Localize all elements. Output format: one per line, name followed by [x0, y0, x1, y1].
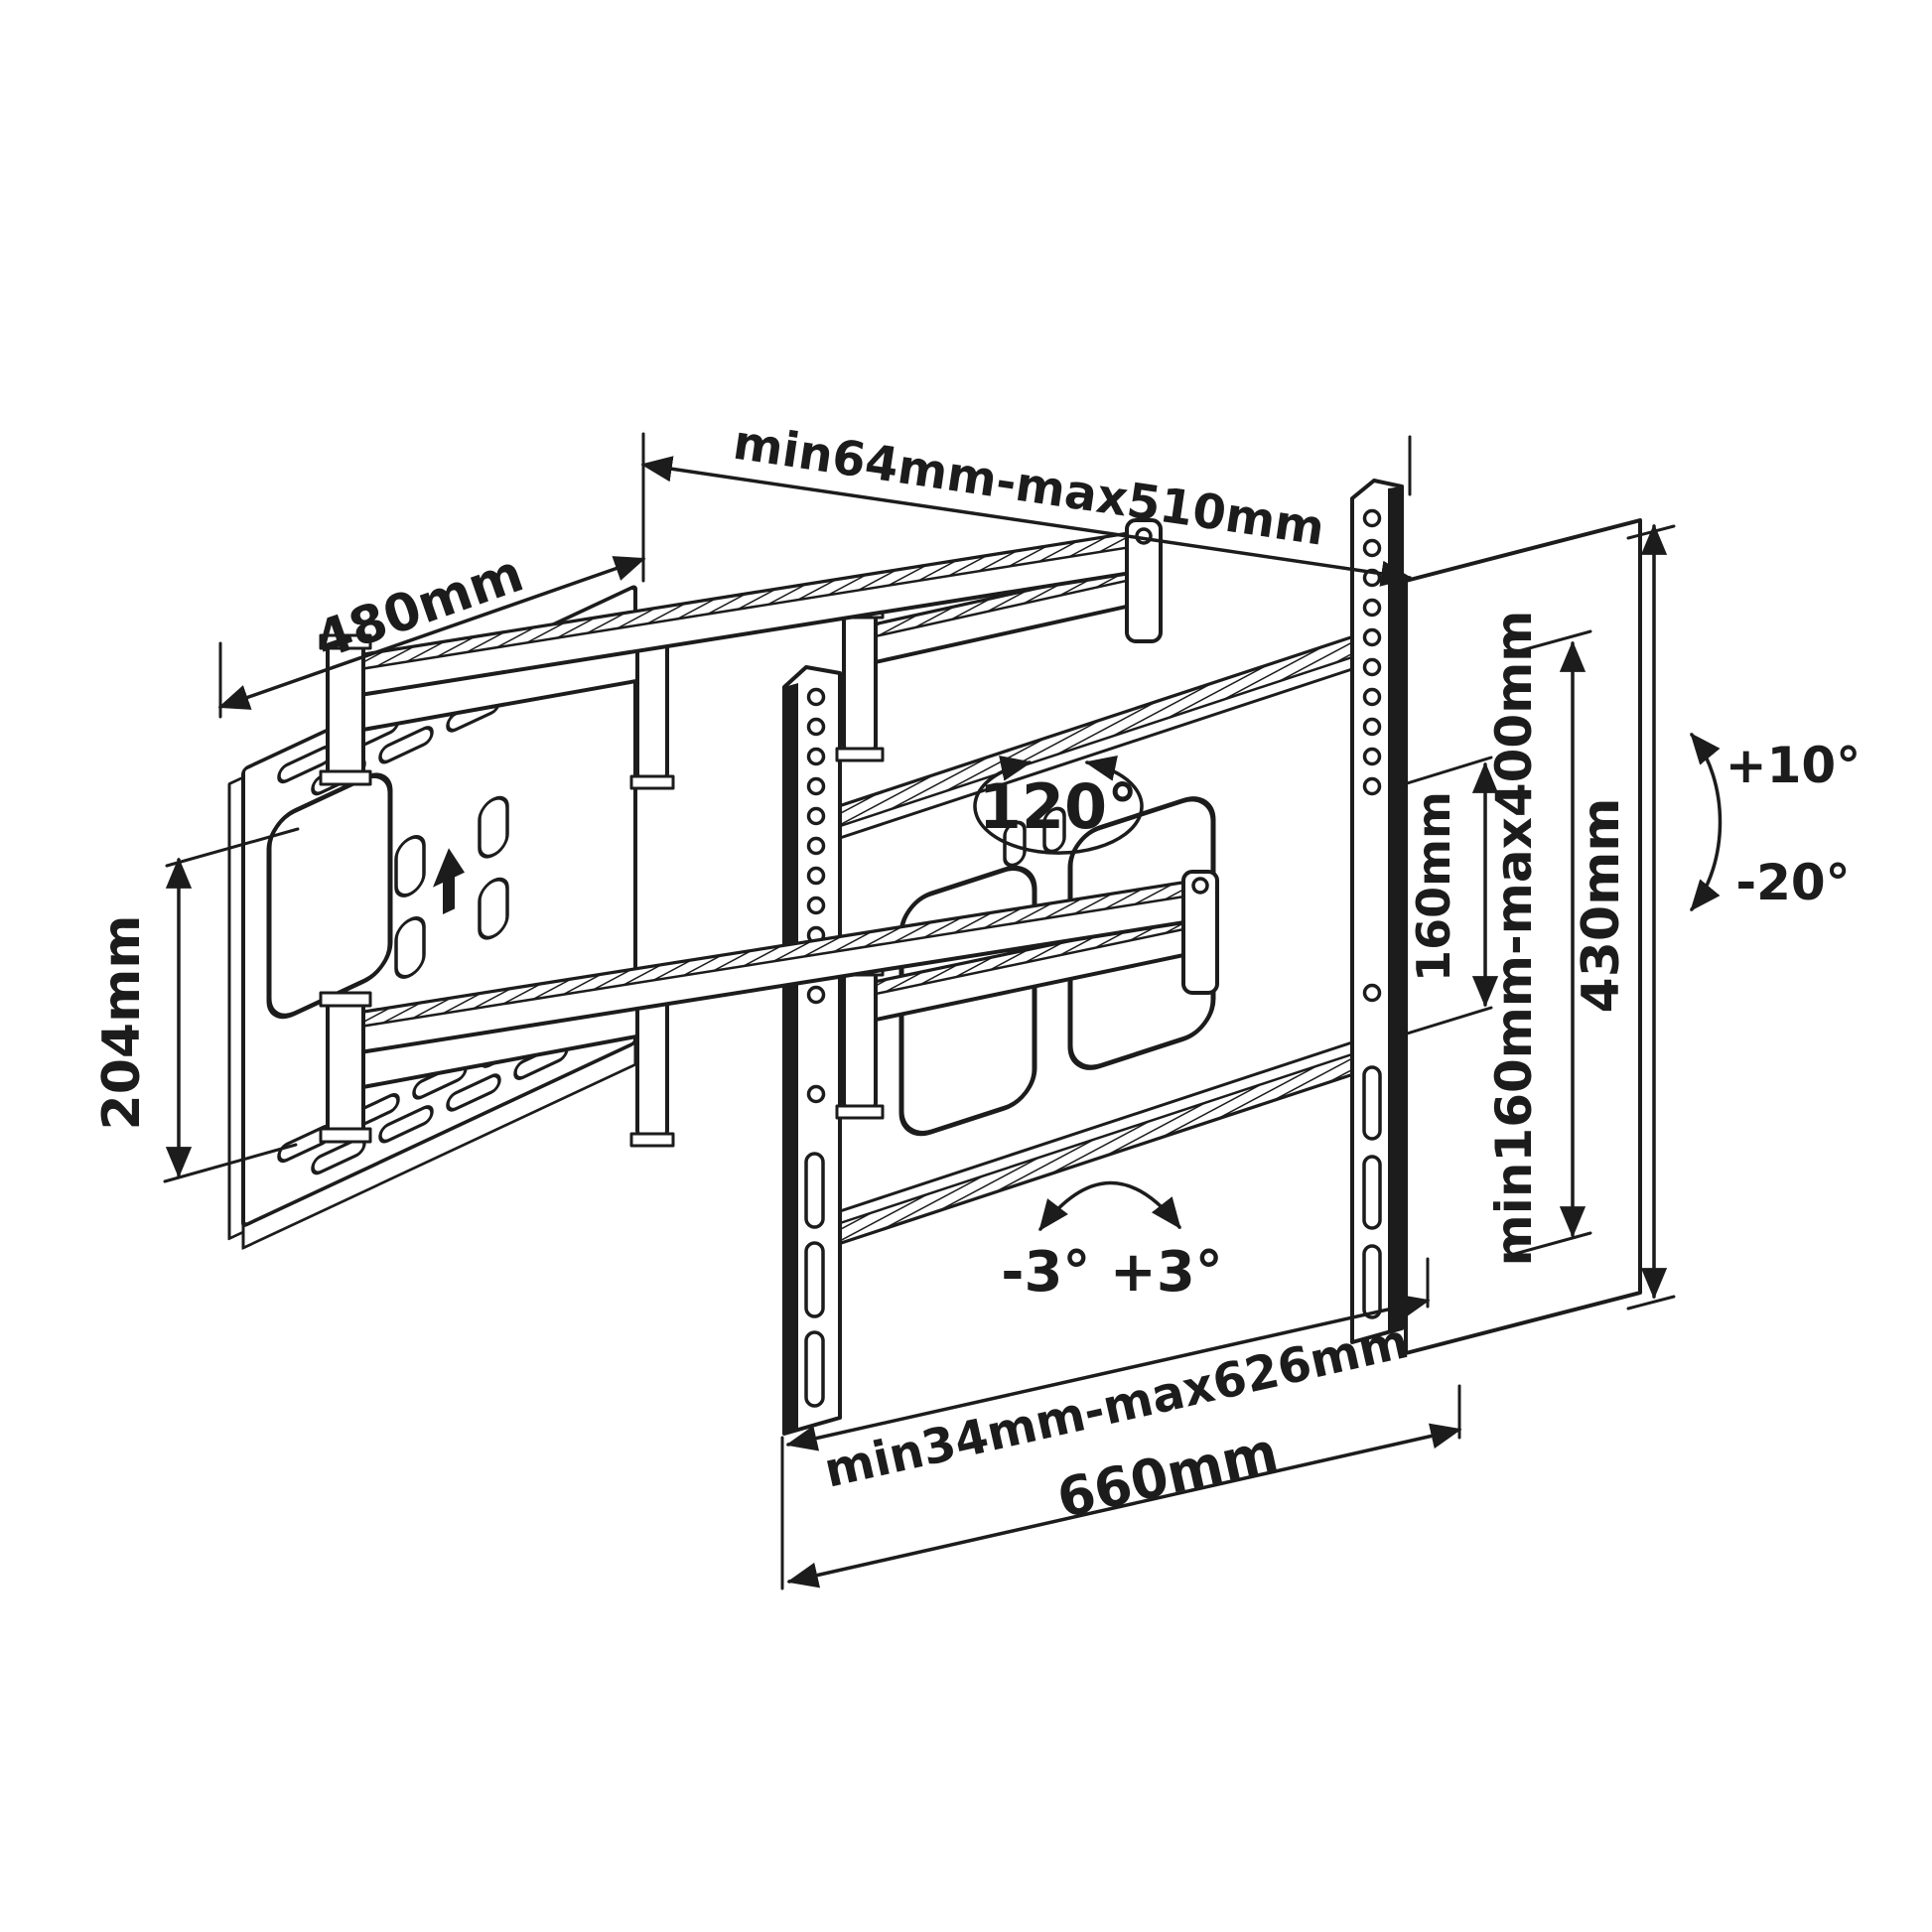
dim-swivel-angle: 120°: [973, 756, 1144, 855]
tv-rail-left: [782, 665, 842, 1436]
level-arc: [1038, 1180, 1181, 1232]
up-arrow-icon: [433, 848, 465, 915]
swivel-ellipse-arrow: [973, 756, 1144, 855]
rail-left-shaded-edge: [784, 683, 798, 1434]
lower-arm-rail-pivot: [842, 967, 878, 1112]
dim-wall-plate-height: 204mm: [92, 827, 300, 1183]
lower-arm-wall-pivot: [326, 997, 365, 1138]
lower-arm-mid-pivot: [635, 987, 669, 1140]
tilt-arc: [1690, 732, 1723, 912]
rail-right-slots: [1362, 1065, 1382, 1319]
dim-tilt-angle: +10° -20°: [1690, 732, 1861, 912]
upper-arm-rail-pivot: [842, 610, 878, 755]
dim-hole-spacing: 160mm: [1402, 756, 1499, 1036]
label-level-adjustment: -3° +3°: [1001, 1240, 1223, 1305]
label-bracket-height: 430mm: [1572, 798, 1631, 1014]
label-tilt-down: -20°: [1735, 854, 1850, 911]
label-hole-spacing: 160mm: [1407, 791, 1460, 982]
label-tilt-up: +10°: [1725, 737, 1861, 794]
label-swivel-angle: 120°: [979, 770, 1138, 843]
lower-arm-elbow-pivot: [1181, 870, 1219, 995]
rail-left-slots: [804, 1152, 825, 1408]
lower-arm: [319, 870, 1219, 1148]
rail-right-shaded-edge: [1388, 486, 1402, 1331]
label-wall-plate-height: 204mm: [92, 915, 152, 1131]
label-extension-range: min64mm-max510mm: [730, 415, 1328, 557]
dim-level-adjustment: -3° +3°: [1001, 1180, 1223, 1305]
tv-rail-right: [1350, 479, 1404, 1344]
dim-horizontal-range: min34mm-max626mm: [780, 1257, 1431, 1590]
upper-arm-mid-pivot: [635, 631, 669, 782]
dim-vesa-vertical-range: min160mm-max400mm: [1485, 611, 1592, 1267]
dim-bracket-height: 430mm: [1572, 523, 1676, 1311]
label-vesa-vertical-range: min160mm-max400mm: [1485, 611, 1543, 1267]
wall-plate-keyholes: [394, 795, 509, 979]
